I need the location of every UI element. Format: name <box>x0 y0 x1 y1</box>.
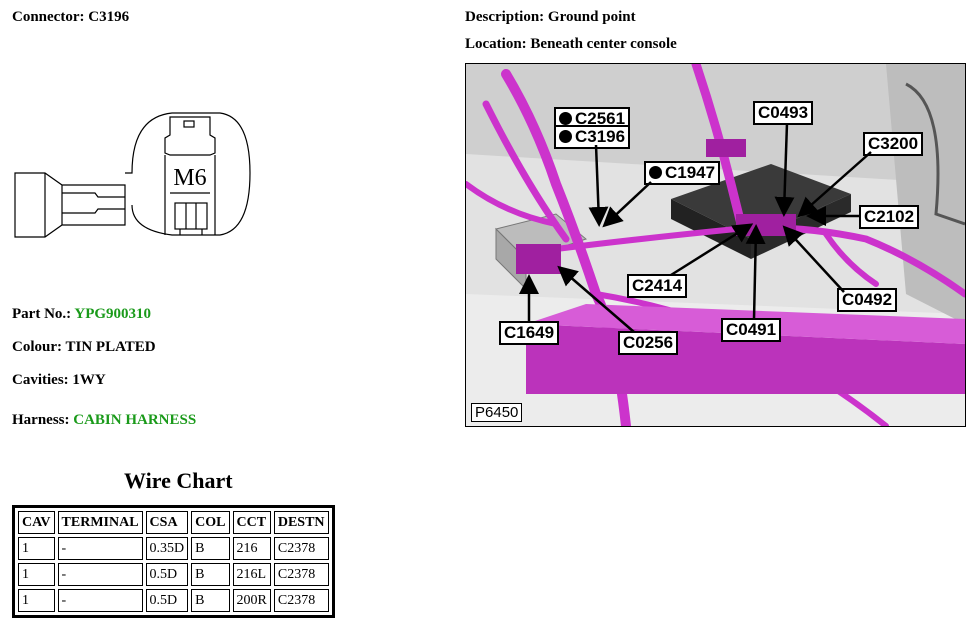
housing-mark: M6 <box>173 165 206 191</box>
cell-col: B <box>191 537 230 560</box>
callout-c1947[interactable]: C1947 <box>644 161 721 185</box>
callout-c0491-label: C0491 <box>726 320 777 339</box>
connector-drawing: M6 <box>14 112 251 238</box>
cell-cav: 1 <box>18 563 55 586</box>
cavities-label: Cavities: <box>12 372 69 388</box>
cell-col: B <box>191 589 230 612</box>
cell-cct: 200R <box>232 589 271 612</box>
colour-field: Colour: TIN PLATED <box>12 339 156 356</box>
description-label: Description: <box>465 9 545 25</box>
cell-destn-link[interactable]: C2378 <box>273 589 329 612</box>
connector-label: Connector: <box>12 9 85 25</box>
colour-value: TIN PLATED <box>65 339 156 355</box>
callout-c2414-label: C2414 <box>632 276 683 295</box>
bullet-dot-icon <box>559 112 572 125</box>
callout-c3196[interactable]: C3196 <box>554 125 631 149</box>
cell-destn-link[interactable]: C2378 <box>273 537 329 560</box>
header-cct: CCT <box>232 511 271 534</box>
callout-c0491[interactable]: C0491 <box>721 318 782 342</box>
location-label: Location: <box>465 36 527 52</box>
table-row: 1 - 0.5D B 216L C2378 <box>18 563 329 586</box>
table-row: 1 - 0.5D B 200R C2378 <box>18 589 329 612</box>
cavities-field: Cavities: 1WY <box>12 372 106 389</box>
cell-cav: 1 <box>18 589 55 612</box>
header-csa: CSA <box>145 511 189 534</box>
callout-c1947-label: C1947 <box>665 163 716 182</box>
cell-cct: 216 <box>232 537 271 560</box>
callout-c3200-label: C3200 <box>868 134 919 153</box>
callout-c2561-label: C2561 <box>575 109 626 128</box>
cell-cav: 1 <box>18 537 55 560</box>
wire-chart-header-row: CAV TERMINAL CSA COL CCT DESTN <box>18 511 329 534</box>
callout-c0492[interactable]: C0492 <box>837 288 898 312</box>
callout-c0493[interactable]: C0493 <box>753 101 814 125</box>
location-photo: C2561 C3196 C1947 C0493 C3200 C2102 C241… <box>465 63 966 427</box>
cell-col: B <box>191 563 230 586</box>
cell-terminal: - <box>57 563 143 586</box>
callout-c1649[interactable]: C1649 <box>499 321 560 345</box>
callout-c0256-label: C0256 <box>623 333 674 352</box>
header-cav: CAV <box>18 511 55 534</box>
cell-terminal: - <box>57 589 143 612</box>
connector-value: C3196 <box>88 9 130 25</box>
part-no-label: Part No.: <box>12 306 72 322</box>
harness-link[interactable]: CABIN HARNESS <box>73 412 197 428</box>
part-no-link[interactable]: YPG900310 <box>74 306 152 322</box>
callout-c3200[interactable]: C3200 <box>863 132 924 156</box>
location-field: Location: Beneath center console <box>465 36 677 53</box>
callout-c2102-label: C2102 <box>864 207 915 226</box>
description-field: Description: Ground point <box>465 9 636 26</box>
photo-reference: P6450 <box>471 403 523 422</box>
connector-field: Connector: C3196 <box>12 9 129 26</box>
colour-label: Colour: <box>12 339 62 355</box>
callout-c0493-label: C0493 <box>758 103 809 122</box>
header-col: COL <box>191 511 230 534</box>
harness-field: Harness: CABIN HARNESS <box>12 412 196 429</box>
bullet-dot-icon <box>649 166 662 179</box>
wire-chart-title: Wire Chart <box>124 468 233 493</box>
description-value: Ground point <box>547 9 636 25</box>
part-no-field: Part No.: YPG900310 <box>12 306 151 323</box>
table-row: 1 - 0.35D B 216 C2378 <box>18 537 329 560</box>
cell-csa: 0.5D <box>145 563 189 586</box>
cell-csa: 0.35D <box>145 537 189 560</box>
cell-csa: 0.5D <box>145 589 189 612</box>
cell-destn-link[interactable]: C2378 <box>273 563 329 586</box>
harness-label: Harness: <box>12 412 70 428</box>
location-value: Beneath center console <box>530 36 677 52</box>
callout-c2414[interactable]: C2414 <box>627 274 688 298</box>
callout-c1649-label: C1649 <box>504 323 555 342</box>
callout-c2102[interactable]: C2102 <box>859 205 920 229</box>
header-destn: DESTN <box>273 511 329 534</box>
cell-terminal: - <box>57 537 143 560</box>
bullet-dot-icon <box>559 130 572 143</box>
callout-c0256[interactable]: C0256 <box>618 331 679 355</box>
cavities-value: 1WY <box>72 372 106 388</box>
header-terminal: TERMINAL <box>57 511 143 534</box>
cell-cct: 216L <box>232 563 271 586</box>
wire-chart-table: CAV TERMINAL CSA COL CCT DESTN 1 - 0.35D… <box>12 505 335 618</box>
photo-illustration <box>466 64 965 426</box>
callout-c0492-label: C0492 <box>842 290 893 309</box>
callout-c3196-label: C3196 <box>575 127 626 146</box>
